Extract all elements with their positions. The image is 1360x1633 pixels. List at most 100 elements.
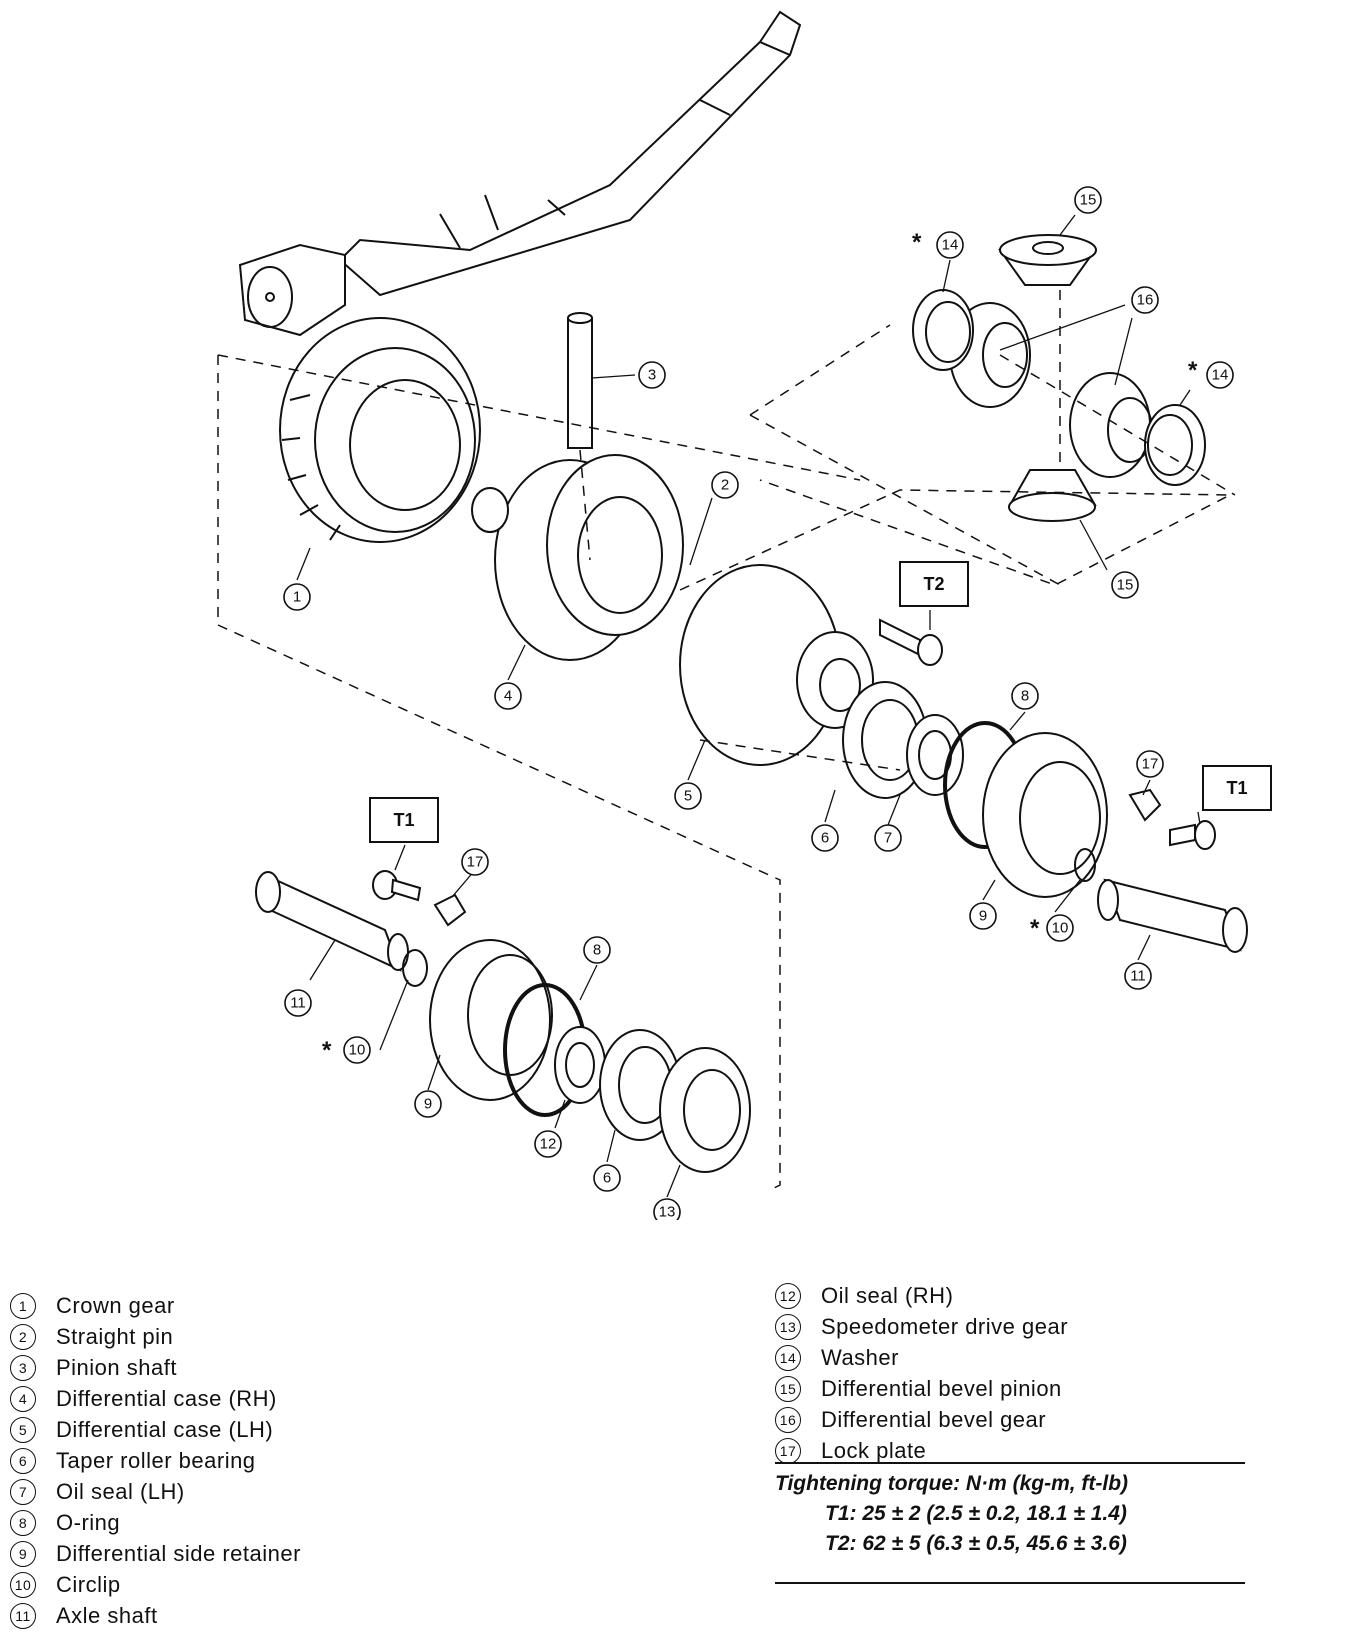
legend-item-label: Lock plate (821, 1438, 927, 1464)
legend-item: 17 Lock plate (775, 1437, 1068, 1468)
torque-box-t1-left-label: T1 (393, 810, 414, 830)
legend-item: 3 Pinion shaft (10, 1354, 301, 1385)
crown-gear (279, 317, 481, 543)
callout-11b-label: 11 (290, 995, 306, 1012)
torque-box-t1-right (1202, 765, 1272, 811)
torque-bottom-rule (775, 1582, 1245, 1584)
legend-item-label: Differential bevel gear (821, 1407, 1047, 1433)
legend-item-number: 17 (775, 1438, 801, 1465)
legend-item-label: Differential side retainer (56, 1541, 301, 1567)
callout-5-label: 5 (684, 788, 692, 805)
circlip-left (402, 949, 428, 987)
callout-11b (284, 989, 312, 1017)
legend-item: 4 Differential case (RH) (10, 1385, 301, 1416)
callout-6b (593, 1164, 621, 1192)
exploded-diagram: 1 2 3 4 5 6 7 8 9 10 11 17 14 14 15 15 1… (217, 10, 1272, 1220)
washer-left (912, 289, 974, 371)
callout-9a-label: 9 (979, 908, 987, 925)
legend-item: 9 Differential side retainer (10, 1540, 301, 1571)
legend-item-number: 4 (10, 1386, 36, 1413)
bevel-pinion-bottom (1008, 469, 1097, 522)
differential-case-rh (471, 454, 684, 661)
legend-item-label: Circlip (56, 1572, 121, 1598)
callout-6a-label: 6 (821, 830, 829, 847)
oil-seal-lh (906, 714, 964, 796)
legend-item-label: Differential case (RH) (56, 1386, 277, 1412)
lock-plate-right (1128, 788, 1162, 822)
callout-14a-label: 14 (942, 237, 959, 254)
legend-item-label: Speedometer drive gear (821, 1314, 1069, 1340)
callout-14b (1206, 361, 1234, 389)
legend-item-number: 11 (10, 1603, 36, 1630)
callout-16 (1131, 286, 1159, 314)
torque-spec: Tightening torque: N·m (kg-m, ft-lb) T1:… (775, 1472, 1245, 1562)
oil-seal-rh (554, 1026, 606, 1104)
washer-right (1144, 404, 1206, 486)
speedometer-drive-gear (659, 1047, 751, 1173)
assembly-guide-lines (217, 290, 1236, 1191)
callout-8b-label: 8 (593, 942, 601, 959)
legend-item-label: O-ring (56, 1510, 121, 1536)
legend-item-label: Pinion shaft (56, 1355, 177, 1381)
callout-4-label: 4 (504, 688, 512, 705)
callout-10b (343, 1036, 371, 1064)
torque-box-t1-right-label: T1 (1226, 778, 1247, 798)
legend-item-number: 5 (10, 1417, 36, 1444)
callout-7 (874, 824, 902, 852)
torque-top-rule (775, 1462, 1245, 1464)
legend-item-label: Straight pin (56, 1324, 174, 1350)
torque-t2: T2: 62 ± 5 (6.3 ± 0.5, 45.6 ± 3.6) (825, 1532, 1127, 1555)
callout-9a (969, 902, 997, 930)
callout-8a-label: 8 (1021, 688, 1029, 705)
legend-item-number: 1 (10, 1293, 36, 1320)
callout-7-label: 7 (884, 830, 892, 847)
callout-12 (534, 1130, 562, 1158)
drive-pinion-shaft (238, 10, 802, 337)
callout-2-label: 2 (721, 477, 729, 494)
callout-17a-label: 17 (1142, 756, 1159, 773)
legend-item-number: 2 (10, 1324, 36, 1351)
legend-item-label: Oil seal (RH) (821, 1283, 954, 1309)
callout-10a-label: 10 (1052, 920, 1069, 937)
callout-11a (1124, 962, 1152, 990)
legend-item-label: Taper roller bearing (56, 1448, 256, 1474)
legend-item-label: Differential bevel pinion (821, 1376, 1062, 1402)
bolt-t1-right (1169, 820, 1216, 850)
callout-6b-label: 6 (603, 1170, 611, 1187)
axle-shaft-left (255, 871, 409, 972)
callout-1 (283, 583, 311, 611)
callout-17a (1136, 750, 1164, 778)
callout-8b (583, 936, 611, 964)
callout-3-label: 3 (648, 367, 656, 384)
bevel-gear-right (1069, 372, 1153, 478)
legend-item-number: 10 (10, 1572, 36, 1599)
star-marker-14a: * (912, 229, 922, 256)
callout-15a-label: 15 (1080, 192, 1097, 209)
bolt-t2 (879, 618, 943, 666)
callout-11a-label: 11 (1130, 968, 1146, 985)
legend-item-number: 9 (10, 1541, 36, 1568)
callout-17b-label: 17 (467, 854, 484, 871)
callout-15a (1074, 186, 1102, 214)
lock-plate-left (433, 893, 467, 927)
legend-item-number: 6 (10, 1448, 36, 1475)
callout-15b-label: 15 (1117, 577, 1134, 594)
leader-lines (296, 214, 1201, 1198)
callout-10a (1046, 914, 1074, 942)
callout-8a (1011, 682, 1039, 710)
legend-item-number: 16 (775, 1407, 801, 1434)
torque-box-t1-left (369, 797, 439, 843)
callout-3 (638, 361, 666, 389)
bevel-pinion-top (998, 234, 1097, 286)
legend-item-number: 3 (10, 1355, 36, 1382)
callout-10b-label: 10 (349, 1042, 366, 1059)
